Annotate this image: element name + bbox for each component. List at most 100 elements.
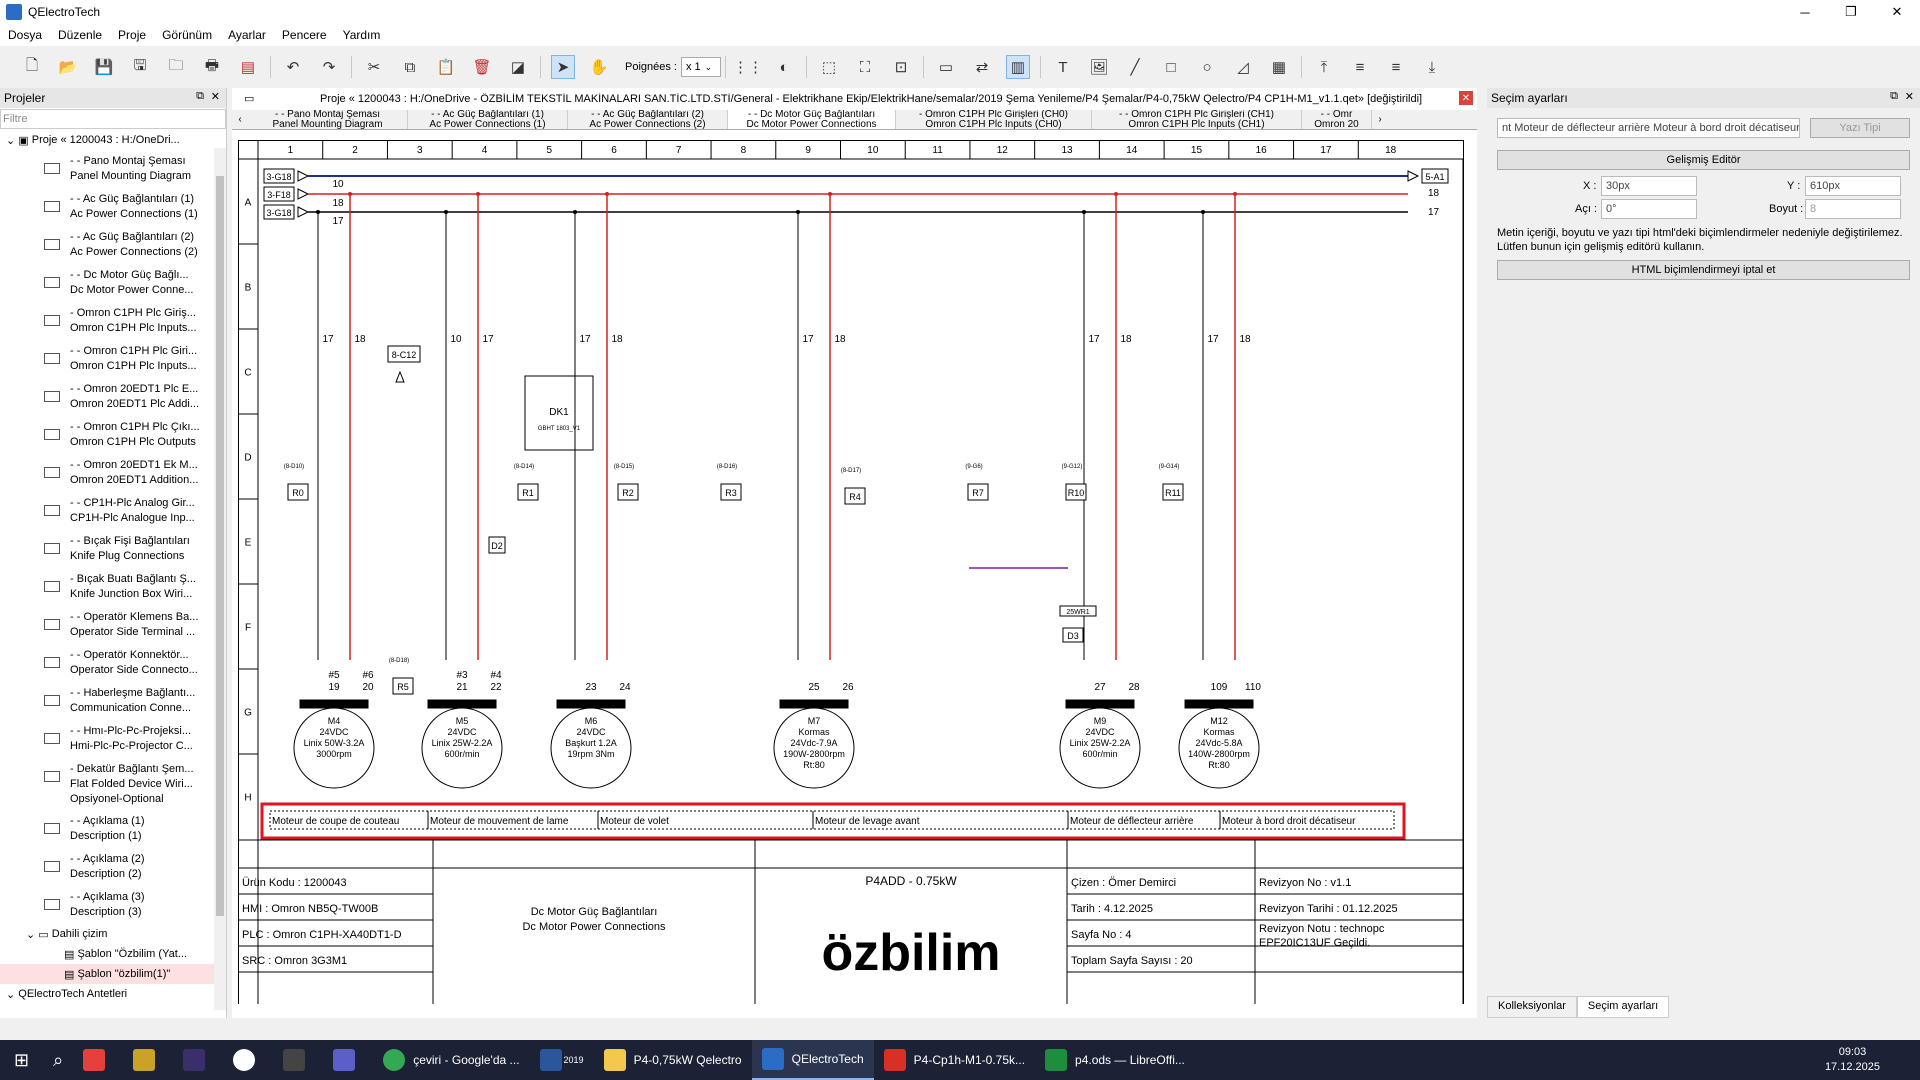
tree-item[interactable]: - - Omron 20EDT1 Ek M...Omron 20EDT1 Add… xyxy=(0,454,226,492)
add-line-icon[interactable]: ╱ xyxy=(1130,59,1140,76)
tree-item[interactable]: - - Omron 20EDT1 Plc E...Omron 20EDT1 Pl… xyxy=(0,378,226,416)
search-icon[interactable]: ⌕ xyxy=(53,1049,64,1070)
maximize-button[interactable]: ❐ xyxy=(1845,4,1857,19)
menu-yardim[interactable]: Yardım xyxy=(342,28,381,42)
add-image-icon[interactable]: 🖼 xyxy=(1089,59,1109,76)
float-icon[interactable]: ⧉ xyxy=(1890,90,1898,102)
save-icon[interactable]: 💾 xyxy=(94,59,114,76)
close-icon[interactable]: ✕ xyxy=(210,91,220,103)
add-text-icon[interactable]: T xyxy=(1058,58,1068,76)
collapse-icon[interactable]: ⌄ xyxy=(6,134,16,147)
taskbar-qelectrotech[interactable]: QElectroTech xyxy=(751,1040,874,1080)
color-icon[interactable]: ◐ xyxy=(779,58,789,76)
tree-scrollbar[interactable] xyxy=(214,148,226,1010)
raise-icon[interactable]: ⤒ xyxy=(1320,58,1328,76)
bring-forward-icon[interactable]: ≡ xyxy=(1355,58,1365,76)
tree-item[interactable]: - - Açıklama (3)Description (3) xyxy=(0,886,226,924)
add-diagram-icon[interactable]: ▭ xyxy=(938,59,954,76)
print-icon[interactable]: 🖶 xyxy=(204,56,220,74)
tree-item[interactable]: - - Omron C1PH Plc Çıkı...Omron C1PH Plc… xyxy=(0,416,226,454)
menu-dosya[interactable]: Dosya xyxy=(8,28,43,42)
collection-root[interactable]: ⌄ QElectroTech Antetleri xyxy=(0,984,226,1004)
paste-icon[interactable]: 📋 xyxy=(436,59,456,76)
teams-icon[interactable] xyxy=(323,1040,373,1080)
lower-icon[interactable]: ⤓ xyxy=(1428,58,1436,76)
close-button[interactable]: ✕ xyxy=(1891,4,1903,19)
menu-gorunum[interactable]: Görünüm xyxy=(162,28,213,42)
tree-item[interactable]: - - Dc Motor Güç Bağlı...Dc Motor Power … xyxy=(0,264,226,302)
template-item[interactable]: ▤ Şablon "özbilim(1)" xyxy=(0,964,226,984)
add-polygon-icon[interactable]: ◿ xyxy=(1237,59,1249,76)
remote-icon[interactable] xyxy=(223,1040,273,1080)
x-input[interactable]: 30px xyxy=(1601,176,1697,196)
new-project-icon[interactable]: 🗋 xyxy=(25,56,39,74)
float-icon[interactable]: ⧉ xyxy=(196,90,204,102)
tree-item[interactable]: - - Operatör Konnektör...Operator Side C… xyxy=(0,644,226,682)
tool-icon[interactable] xyxy=(123,1040,173,1080)
text-content-input[interactable]: nt Moteur de déflecteur arrière Moteur à… xyxy=(1497,118,1800,138)
font-button[interactable]: Yazı Tipi xyxy=(1810,118,1910,138)
menu-ayarlar[interactable]: Ayarlar xyxy=(228,28,266,42)
send-backward-icon[interactable]: ≡ xyxy=(1391,58,1401,76)
tab-scroll-left-icon[interactable]: ‹ xyxy=(238,114,242,125)
diagram-tab[interactable]: - Omron C1PH Plc Girişleri (CH0)Omron C1… xyxy=(896,110,1092,129)
filter-input[interactable]: Filtre xyxy=(0,109,226,129)
grid-icon[interactable]: ⋮⋮ xyxy=(732,59,763,76)
chip-icon[interactable] xyxy=(173,1040,223,1080)
hand-tool-icon[interactable]: ✋ xyxy=(589,59,609,76)
poignees-select[interactable]: x 1⌄ xyxy=(680,57,721,77)
delete-icon[interactable]: 🗑 xyxy=(472,59,492,76)
zoom-fit-icon[interactable]: ⛶ xyxy=(859,58,871,76)
open-icon[interactable]: 📂 xyxy=(58,59,78,76)
taskbar-folder[interactable]: P4-0,75kW Qelectro xyxy=(594,1040,752,1080)
taskbar-calc[interactable]: p4.ods — LibreOffi... xyxy=(1035,1040,1195,1080)
menu-duzenle[interactable]: Düzenle xyxy=(58,28,103,42)
close-project-icon[interactable]: 🗀 xyxy=(168,56,184,74)
template-item[interactable]: ▤ Şablon "Özbilim (Yat... xyxy=(0,944,226,964)
start-icon[interactable]: ⊞ xyxy=(14,1049,30,1070)
export-pdf-icon[interactable]: ▤ xyxy=(240,59,256,76)
anydesk-icon[interactable] xyxy=(73,1040,123,1080)
advanced-editor-button[interactable]: Gelişmiş Editör xyxy=(1497,150,1910,170)
tree-item[interactable]: - - Omron C1PH Plc Giri...Omron C1PH Plc… xyxy=(0,340,226,378)
add-ellipse-icon[interactable]: ○ xyxy=(1202,58,1212,76)
tree-item[interactable]: - - Hmı-Plc-Pc-Projeksi...Hmi-Plc-Pc-Pro… xyxy=(0,720,226,758)
minimize-button[interactable]: ─ xyxy=(1800,4,1810,20)
diagram-tab[interactable]: - - Ac Güç Bağlantıları (2)Ac Power Conn… xyxy=(568,110,728,129)
tree-item[interactable]: - - Ac Güç Bağlantıları (1)Ac Power Conn… xyxy=(0,188,226,226)
copy-icon[interactable]: ⧉ xyxy=(404,58,416,76)
select-tool-icon[interactable]: ➤ xyxy=(551,55,575,79)
tree-item[interactable]: - Dekatür Bağlantı Şem...Flat Folded Dev… xyxy=(0,758,226,810)
collapse-icon[interactable]: ⌄ xyxy=(26,928,36,941)
angle-input[interactable]: 0° xyxy=(1601,199,1697,219)
tree-item[interactable]: - Bıçak Buatı Bağlantı Ş...Knife Junctio… xyxy=(0,568,226,606)
tree-item[interactable]: - Omron C1PH Plc Giriş...Omron C1PH Plc … xyxy=(0,302,226,340)
size-input[interactable]: 8 xyxy=(1805,199,1901,219)
diagram-tab[interactable]: - - Omron C1PH Plc Girişleri (CH1)Omron … xyxy=(1092,110,1302,129)
save-as-icon[interactable]: 🖫 xyxy=(133,56,147,74)
add-rectangle-icon[interactable]: □ xyxy=(1166,58,1176,76)
tree-item[interactable]: - - Haberleşme Bağlantı...Communication … xyxy=(0,682,226,720)
titleblock-icon[interactable]: ▥ xyxy=(1005,55,1030,79)
project-root[interactable]: ⌄ ▣ Proje « 1200043 : H:/OneDri... xyxy=(0,130,226,150)
taskbar-pdf[interactable]: P4-Cp1h-M1-0.75k... xyxy=(874,1040,1035,1080)
rotate-icon[interactable]: ◪ xyxy=(510,59,526,76)
scroll-thumb[interactable] xyxy=(216,176,224,916)
embedded-folder[interactable]: ⌄ ▭ Dahili çizim xyxy=(0,924,226,944)
tree-item[interactable]: - - Ac Güç Bağlantıları (2)Ac Power Conn… xyxy=(0,226,226,264)
tab-collections[interactable]: Kolleksiyonlar xyxy=(1487,996,1577,1018)
tree-item[interactable]: - - Açıklama (2)Description (2) xyxy=(0,848,226,886)
tab-selection-settings[interactable]: Seçim ayarları xyxy=(1576,996,1670,1018)
diagram-tab[interactable]: - - Ac Güç Bağlantıları (1)Ac Power Conn… xyxy=(408,110,568,129)
tree-item[interactable]: - - CP1H-Plc Analog Gir...CP1H-Plc Analo… xyxy=(0,492,226,530)
cut-icon[interactable]: ✂ xyxy=(367,59,381,76)
tree-item[interactable]: - - Açıklama (1)Description (1) xyxy=(0,810,226,848)
gfd-icon[interactable] xyxy=(273,1040,323,1080)
close-icon[interactable]: ✕ xyxy=(1904,91,1914,103)
